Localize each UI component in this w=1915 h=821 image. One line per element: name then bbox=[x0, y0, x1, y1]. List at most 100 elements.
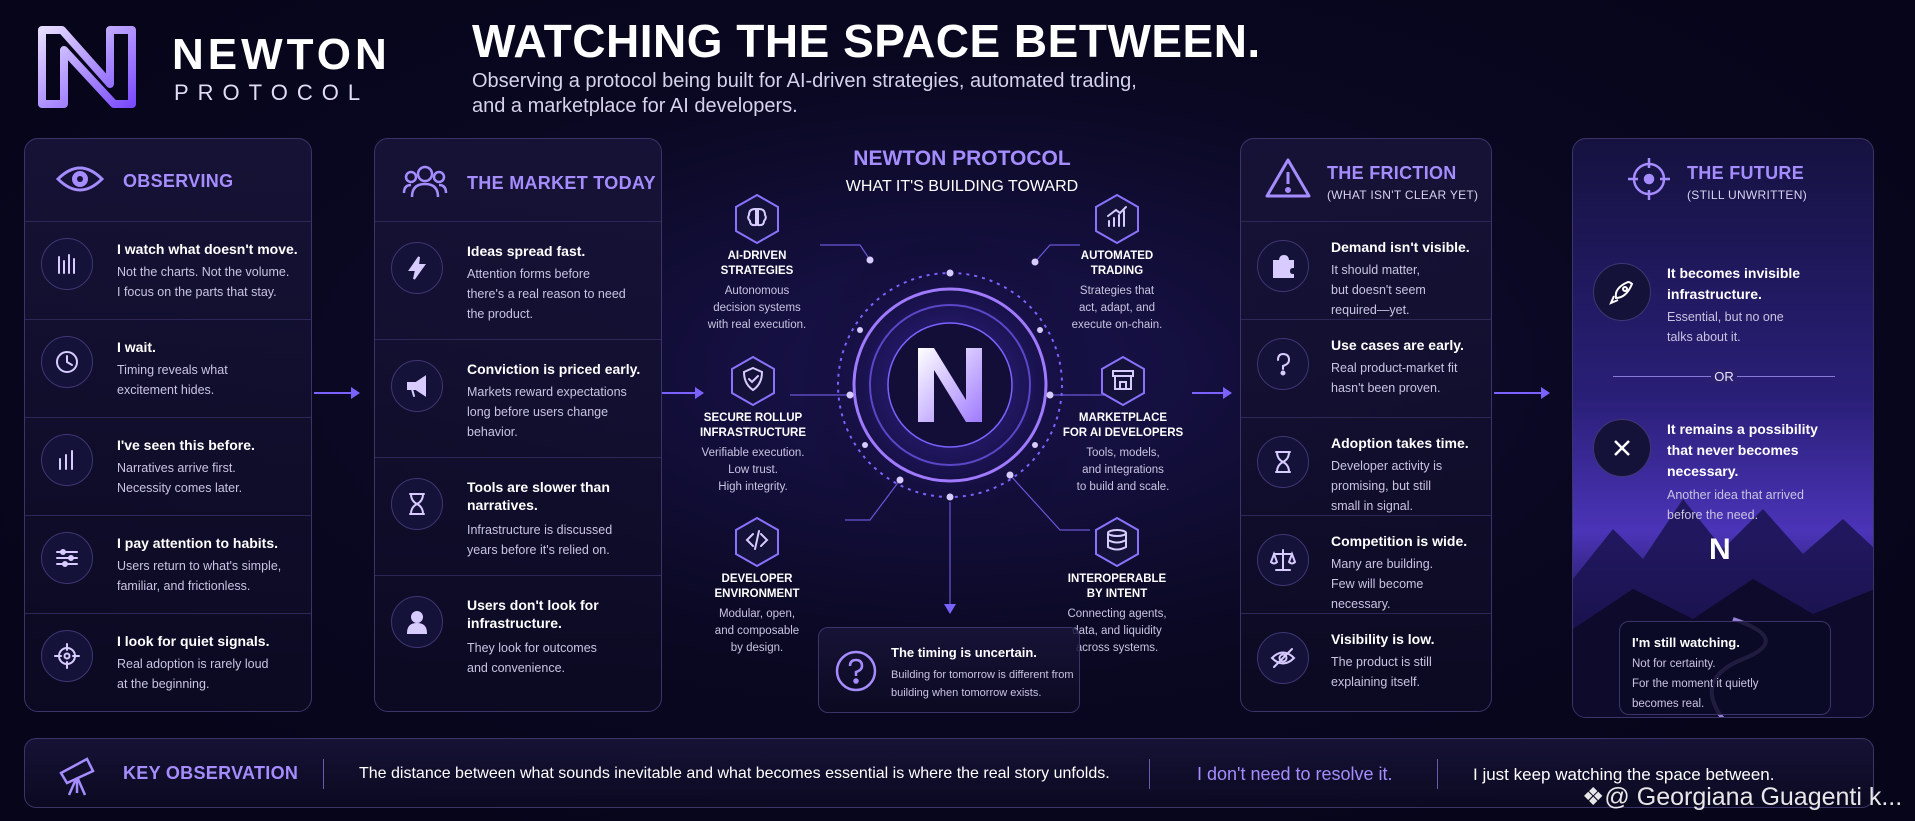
sliders-icon bbox=[41, 532, 93, 584]
observing-row: I wait.Timing reveals what excitement hi… bbox=[25, 319, 311, 418]
footer-divider-2 bbox=[1149, 759, 1150, 789]
question-icon bbox=[1257, 338, 1309, 390]
friction-item-desc: Developer activity is promising, but sti… bbox=[1331, 459, 1443, 513]
friction-item-title: Adoption takes time. bbox=[1331, 435, 1469, 451]
center-node-desc: Connecting agents, data, and liquidity a… bbox=[1067, 608, 1167, 654]
watermark: ❖@ Georgiana Guagenti k... bbox=[1582, 782, 1902, 812]
puzzle-icon bbox=[1257, 240, 1309, 292]
market-item-title: Tools are slower than narratives. bbox=[467, 479, 610, 513]
footer-text: The distance between what sounds inevita… bbox=[359, 765, 1110, 782]
brand-name: NEWTON bbox=[172, 30, 391, 79]
rocket-icon bbox=[1593, 263, 1651, 321]
observing-item-title: I watch what doesn't move. bbox=[117, 241, 298, 257]
database-icon bbox=[1095, 516, 1139, 568]
market-item-title: Conviction is priced early. bbox=[467, 361, 641, 377]
observing-item-desc: Not the charts. Not the volume. I focus … bbox=[117, 265, 290, 299]
or-label: OR bbox=[1711, 369, 1737, 384]
arrow-1 bbox=[314, 387, 360, 399]
friction-title-text: THE FRICTION bbox=[1327, 163, 1457, 183]
observing-item-title: I look for quiet signals. bbox=[117, 633, 270, 649]
observing-panel: OBSERVING I watch what doesn't move. Not … bbox=[24, 138, 312, 712]
watermark-text: @ Georgiana Guagenti k... bbox=[1604, 783, 1903, 811]
observing-row: I look for quiet signals. Real adoption i… bbox=[25, 613, 311, 712]
friction-row: Adoption takes time. Developer activity i… bbox=[1241, 417, 1491, 516]
friction-panel: THE FRICTION (WHAT ISN'T CLEAR YET) Dema… bbox=[1240, 138, 1492, 712]
crosshair-icon bbox=[41, 630, 93, 682]
market-item-desc: Attention forms before there's a real re… bbox=[467, 267, 626, 321]
subline-1: Observing a protocol being built for AI-… bbox=[472, 70, 1137, 92]
future-option2-title: It remains a possibility that never beco… bbox=[1667, 421, 1818, 479]
friction-row: Competition is wide.Many are building. F… bbox=[1241, 515, 1491, 614]
storefront-icon bbox=[1101, 355, 1145, 407]
friction-item-title: Competition is wide. bbox=[1331, 533, 1468, 549]
key-observation-bar: KEY OBSERVATION The distance between wha… bbox=[24, 738, 1874, 808]
center-node: MARKETPLACE FOR AI DEVELOPERS Tools, mode… bbox=[1052, 355, 1194, 496]
observing-item-desc: Timing reveals what excitement hides. bbox=[117, 363, 228, 397]
arrow-2 bbox=[662, 387, 704, 399]
center-node-title: SECURE ROLLUP INFRASTRUCTURE bbox=[699, 412, 807, 439]
brain-icon bbox=[735, 193, 779, 245]
center-node-title: DEVELOPER ENVIRONMENT bbox=[714, 573, 800, 600]
market-panel: THE MARKET TODAY Ideas spread fast.Atten… bbox=[374, 138, 662, 712]
observing-title: OBSERVING bbox=[123, 171, 234, 191]
observing-row: I watch what doesn't move. Not the charts… bbox=[25, 221, 311, 320]
warning-icon bbox=[1265, 157, 1311, 204]
lightning-icon bbox=[391, 242, 443, 294]
center-title: NEWTON PROTOCOL bbox=[853, 147, 1071, 170]
arrow-4 bbox=[1494, 387, 1550, 399]
brand-sub: PROTOCOL bbox=[174, 80, 370, 105]
friction-row: Use cases are early. Real product-market … bbox=[1241, 319, 1491, 418]
market-row: Conviction is priced early.Markets rewar… bbox=[375, 339, 661, 458]
user-icon bbox=[391, 596, 443, 648]
center-node-desc: Verifiable execution. Low trust. High in… bbox=[701, 447, 805, 493]
clock-icon bbox=[41, 336, 93, 388]
friction-item-desc: Real product-market fit hasn't been prov… bbox=[1331, 361, 1458, 395]
observing-item-desc: Real adoption is rarely loud at the begi… bbox=[117, 657, 269, 691]
center-node: INTEROPERABLE BY INTENT Connecting agents… bbox=[1046, 516, 1188, 657]
footer-accent: I don't need to resolve it. bbox=[1197, 764, 1393, 784]
center-network bbox=[790, 235, 1110, 614]
observing-item-title: I've seen this before. bbox=[117, 437, 255, 453]
megaphone-icon bbox=[391, 360, 443, 412]
friction-item-desc: The product is still explaining itself. bbox=[1331, 655, 1432, 689]
arrow-3 bbox=[1192, 387, 1232, 399]
friction-item-title: Use cases are early. bbox=[1331, 337, 1464, 353]
future-option1-desc: Essential, but no one talks about it. bbox=[1667, 310, 1784, 344]
center-node-desc: Tools, models, and integrations to build… bbox=[1076, 447, 1170, 493]
market-row: Users don't look for infrastructure.They… bbox=[375, 575, 661, 694]
users-group-icon bbox=[402, 163, 448, 204]
center-node-desc: Strategies that act, adapt, and execute … bbox=[1071, 285, 1163, 331]
friction-item-title: Demand isn't visible. bbox=[1331, 239, 1470, 255]
market-item-title: Ideas spread fast. bbox=[467, 243, 586, 259]
closing-card: I'm still watching. Not for certainty. F… bbox=[1619, 621, 1831, 715]
footer-label: KEY OBSERVATION bbox=[123, 763, 299, 783]
center-node-title: MARKETPLACE FOR AI DEVELOPERS bbox=[1062, 412, 1184, 439]
center-node: SECURE ROLLUP INFRASTRUCTURE Verifiable e… bbox=[682, 355, 824, 496]
friction-row: Demand isn't visible.It should matter, b… bbox=[1241, 221, 1491, 320]
future-subtitle: (STILL UNWRITTEN) bbox=[1687, 188, 1807, 202]
future-logo-mark: N bbox=[1709, 533, 1731, 566]
center-node-title: INTEROPERABLE BY INTENT bbox=[1067, 573, 1167, 600]
center-node-title: AUTOMATED TRADING bbox=[1080, 250, 1154, 277]
timing-desc: Building for tomorrow is different from … bbox=[891, 669, 1074, 699]
footer-closing: I just keep watching the space between. bbox=[1473, 765, 1775, 784]
market-item-desc: Infrastructure is discussed years before… bbox=[467, 523, 613, 557]
subline-2: and a marketplace for AI developers. bbox=[472, 95, 798, 117]
timing-card: The timing is uncertain. Building for to… bbox=[818, 627, 1080, 713]
trend-chart-icon bbox=[1095, 193, 1139, 245]
shield-check-icon bbox=[731, 355, 775, 407]
closing-desc: Not for certainty. For the moment it qui… bbox=[1632, 658, 1759, 710]
future-option2-desc: Another idea that arrived before the nee… bbox=[1667, 488, 1804, 522]
market-row: Ideas spread fast. Attention forms before… bbox=[375, 221, 661, 340]
friction-row: Visibility is low. The product is still e… bbox=[1241, 613, 1491, 712]
timing-title: The timing is uncertain. bbox=[891, 645, 1037, 660]
friction-item-title: Visibility is low. bbox=[1331, 631, 1435, 647]
center-node: AUTOMATED TRADING Strategies that act, ad… bbox=[1046, 193, 1188, 334]
future-option1-title: It becomes invisible infrastructure. bbox=[1667, 265, 1801, 302]
future-title: THE FUTURE (STILL UNWRITTEN) bbox=[1687, 163, 1807, 202]
footer-divider-3 bbox=[1437, 759, 1438, 789]
eye-off-icon bbox=[1257, 632, 1309, 684]
question-circle-icon bbox=[835, 650, 877, 697]
